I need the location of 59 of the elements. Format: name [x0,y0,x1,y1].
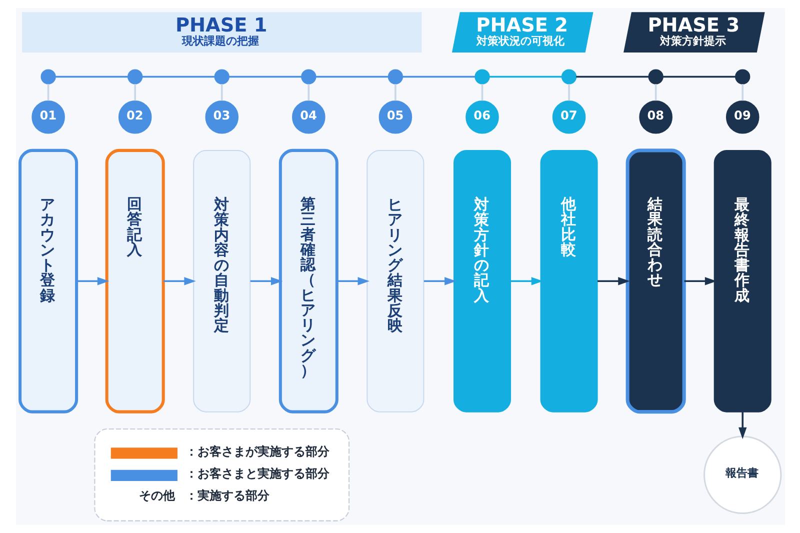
connector [402,76,475,78]
node-circle: 08 [638,100,672,134]
node-circle: 01 [31,100,64,134]
arrow [738,412,746,440]
connector [315,76,388,78]
node-circle [300,69,316,84]
arrow [163,277,196,286]
arrow [336,277,369,286]
node-circle: 06 [465,100,498,134]
node-circle: 02 [118,100,152,134]
connector [488,76,562,78]
node-box: 対策方針の記入 [452,150,510,412]
node-box: 回答記入 [104,148,164,414]
legend-label: ：実施する部分 [185,488,270,503]
legend-label: ：お客さまと実施する部分 [185,466,330,481]
connector [228,76,301,78]
connector [741,84,744,101]
arrow [250,277,282,286]
connector [46,84,49,101]
node-circle [127,69,142,84]
node-box: 第三者確認（ヒアリング） [278,148,338,414]
node-box: 対策内容の自動判定 [192,150,250,412]
node-circle [560,69,576,84]
node-circle [40,69,56,84]
node-circle [474,69,490,84]
connector [576,76,648,78]
legend-label: ：お客さまが実施する部分 [185,444,330,458]
node-box: アカウント登録 [18,148,78,414]
connector [142,76,214,78]
node-box: 結果読合わせ [625,148,686,414]
node-circle [648,69,663,84]
connector [568,84,570,101]
node-circle: 09 [725,100,759,134]
arrow [597,277,630,286]
arrow [684,277,716,286]
connector [220,84,222,101]
connector [654,84,656,101]
node-circle: 03 [204,100,238,134]
node-circle: 報告書 [703,436,782,514]
node-circle: 04 [292,100,325,134]
node-circle: 07 [552,100,586,134]
node-circle: 05 [378,100,412,134]
connector [134,84,136,101]
arrow [510,277,543,286]
connector [394,84,396,101]
connector [480,84,483,101]
node-box: 最終報告書作成 [713,150,771,412]
connector [662,76,735,78]
node-box: 他社比較 [540,150,598,412]
node-box: ヒアリング結果反映 [366,150,424,412]
connector [307,84,310,101]
node-circle [734,69,750,84]
label: その他 [138,488,175,503]
node-circle [214,69,229,84]
node-circle [387,69,403,84]
arrow [76,277,109,286]
arrow [423,277,456,286]
connector [54,76,128,78]
node-box: PHASE 1 現状課題の把握 [22,12,422,53]
